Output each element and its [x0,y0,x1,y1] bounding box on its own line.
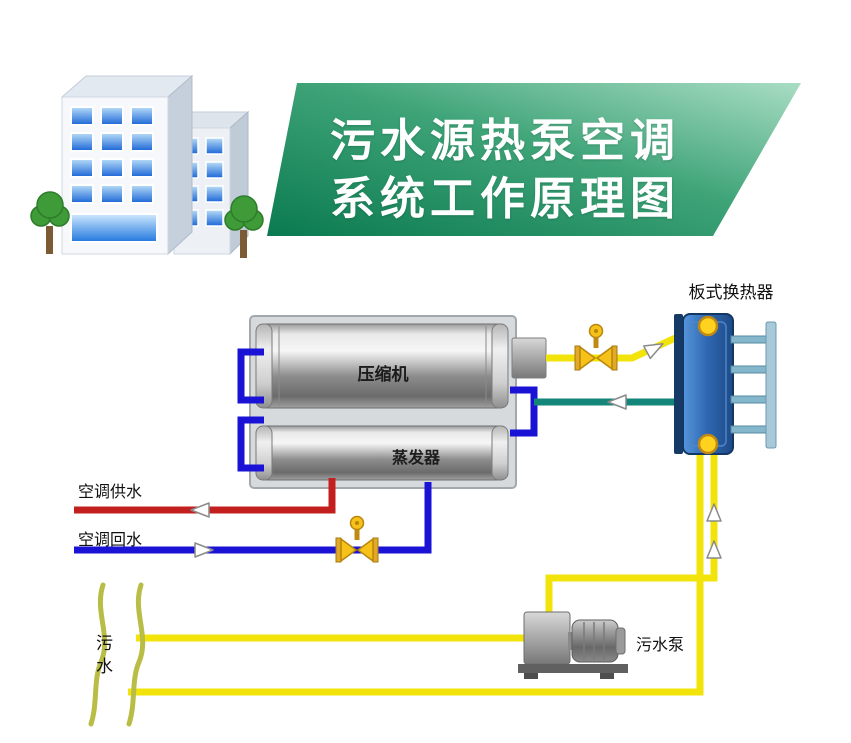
compressor-label: 压缩机 [357,365,409,384]
sewage-label: 污水 [93,634,112,680]
arrow-sewage-up-1 [706,503,722,522]
ac-supply-pipe [74,478,336,514]
valve-discharge [574,323,618,371]
refrigerant-loop-right [510,386,538,437]
ac-supply-water-label: 空调供水 [78,484,143,501]
pipes-red [74,478,336,514]
ac-return-water-label: 空调回水 [78,532,143,549]
refrigerant-loop-left-bottom [237,416,264,472]
plate-heat-exchanger-label: 板式换热器 [688,283,774,302]
evaporator-vessel [255,425,509,481]
arrow-teal-left [607,394,627,410]
exchanger-port-bottom [697,433,719,455]
arrow-supply-left [190,502,210,518]
banner-title-line1: 污水源热泵空调 [329,115,680,166]
building-entrance-glass [70,213,158,243]
valve-ac-return [335,515,379,563]
tree-right [224,195,264,258]
compressor-discharge-block [511,337,547,379]
sewage-river [88,582,146,727]
arrow-return-right [194,542,214,558]
plate-heat-exchanger [674,313,777,455]
building-tower-main [60,74,194,256]
heat-pump-unit [249,315,547,489]
sewage-pump-label: 污水泵 [636,637,685,654]
sewage-return-pipe [128,452,704,696]
exchanger-tie-rods [730,335,768,434]
arrow-discharge-upright [643,343,664,360]
exchanger-port-top [697,315,719,337]
pipes-blue [74,348,538,554]
exchanger-end-plate [765,321,777,449]
refrigerant-loop-left-top [237,348,264,404]
building-windows-main [70,106,154,204]
tree-left [30,191,70,254]
ac-return-pipe [74,482,432,554]
banner-title-line2: 系统工作原理图 [329,173,680,224]
compressor-vessel [255,323,509,409]
title-banner-shape [267,83,801,236]
arrow-sewage-up-2 [706,540,722,559]
sewage-pump [518,611,628,679]
sewage-supply-pipe [545,452,718,614]
flow-arrows [190,343,722,559]
building-illustration [30,74,264,258]
evaporator-label: 蒸发器 [391,450,440,467]
